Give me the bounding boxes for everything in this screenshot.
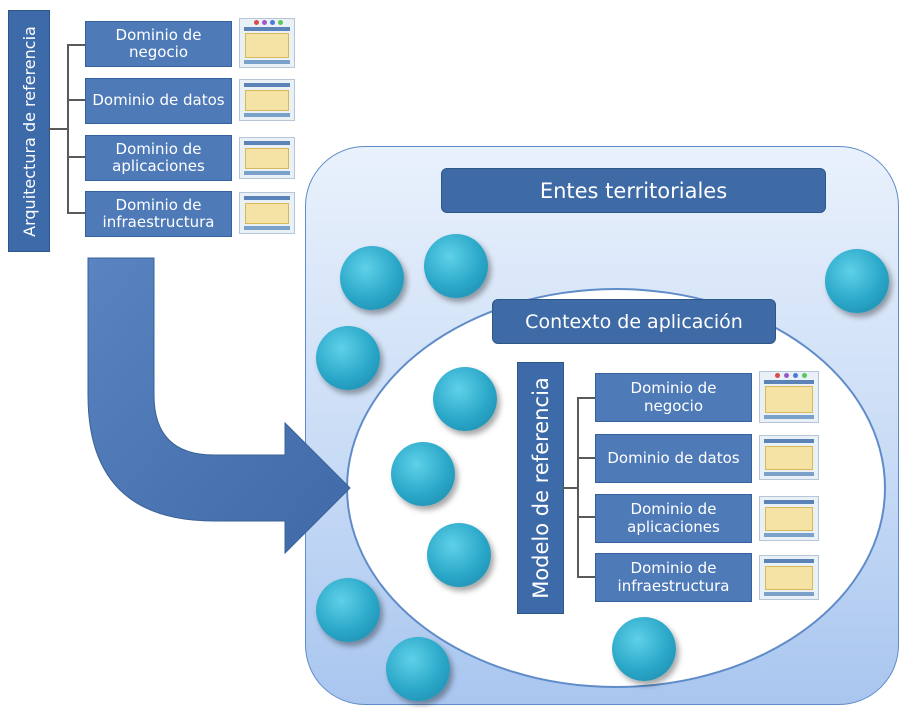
entity-circle [424,234,488,298]
entity-circle [391,442,455,506]
connector-line [577,457,595,459]
business-domain-box: Dominio de negocio [595,373,752,422]
entity-circle [612,617,676,681]
applications-domain-box: Dominio de aplicaciones [595,494,752,543]
applications-domain-thumbnail [759,496,819,541]
connector-line [577,516,595,518]
connector-line [577,397,579,577]
entity-circle [316,578,380,642]
connector-line [67,44,69,213]
infrastructure-domain-thumbnail [759,555,819,600]
business-domain-box: Dominio de negocio [85,21,232,67]
business-domain-thumbnail [239,18,295,68]
entity-circle [427,523,491,587]
connector-line [67,44,85,46]
reference-model-label: Modelo de referencia [517,362,564,614]
entity-circle [433,367,497,431]
entity-circle [316,326,380,390]
infrastructure-domain-thumbnail [239,192,295,234]
entity-circle [340,246,404,310]
connector-line [67,156,85,158]
connector-line [562,487,579,489]
applications-domain-box: Dominio de aplicaciones [85,135,232,181]
connector-line [577,397,595,399]
infrastructure-domain-box: Dominio de infraestructura [85,191,232,237]
reference-architecture-label: Arquitectura de referencia [8,10,50,252]
data-domain-thumbnail [239,79,295,121]
data-domain-thumbnail [759,435,819,480]
connector-line [67,99,85,101]
outer-title: Entes territoriales [441,168,826,213]
applications-domain-thumbnail [239,137,295,179]
inner-title: Contexto de aplicación [492,299,776,344]
connector-line [48,128,68,130]
entity-circle [386,637,450,701]
infrastructure-domain-box: Dominio de infraestructura [595,553,752,602]
business-domain-thumbnail [759,371,819,423]
connector-line [577,576,595,578]
data-domain-box: Dominio de datos [85,78,232,124]
entity-circle [825,249,889,313]
data-domain-box: Dominio de datos [595,434,752,483]
connector-line [67,212,85,214]
